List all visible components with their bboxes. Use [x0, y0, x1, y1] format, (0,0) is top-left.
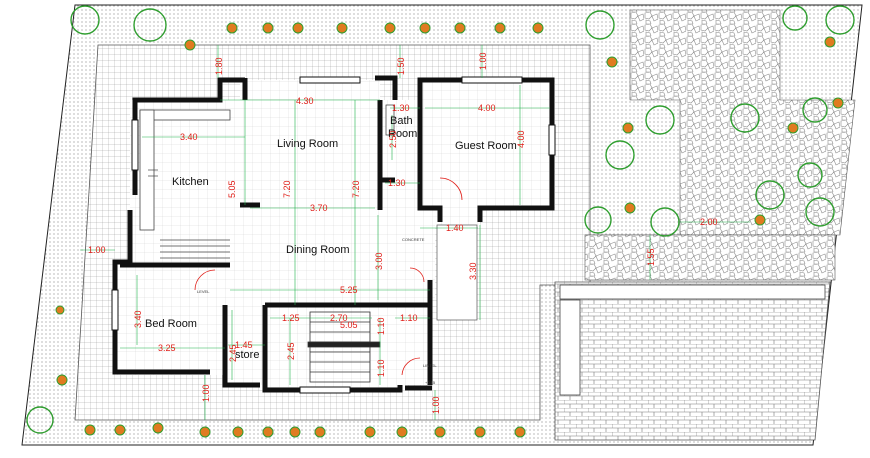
dim-125: 1.25	[282, 313, 300, 323]
store-label: store	[235, 349, 259, 361]
dim-100-bottom-right: 1.00	[431, 396, 441, 414]
kitchen-label: Kitchen	[172, 176, 209, 188]
dim-150-top: 1.50	[396, 57, 406, 75]
note-concrete: CONCRETE	[402, 237, 425, 242]
flowers	[55, 22, 844, 438]
dim-430: 4.30	[296, 96, 314, 106]
note-mark: +0.15	[425, 380, 436, 385]
dim-370: 3.70	[310, 203, 328, 213]
note-lintel: LINTEL	[423, 363, 437, 368]
dim-525: 5.25	[340, 285, 358, 295]
note-level: LEVEL	[197, 289, 210, 294]
dim-110-stair: 1.10	[376, 317, 386, 335]
dim-100-top: 1.00	[478, 52, 488, 70]
dim-340-kitchen: 3.40	[180, 132, 198, 142]
dim-720-right: 7.20	[351, 180, 361, 198]
yard-wall	[559, 284, 826, 300]
living-room-label: Living Room	[277, 138, 338, 150]
dim-245-stair: 2.45	[286, 342, 296, 360]
dim-720-left: 7.20	[282, 180, 292, 198]
dim-180-top: 1.80	[214, 57, 224, 75]
entry-landing	[436, 224, 478, 321]
door-swings	[194, 177, 463, 376]
bath-fixture	[385, 104, 395, 136]
bed-room-label: Bed Room	[145, 318, 197, 330]
dim-325: 3.25	[158, 343, 176, 353]
brick-yard	[554, 281, 831, 441]
main-staircase	[307, 311, 381, 383]
dim-400-guest: 4.00	[478, 103, 496, 113]
dim-140: 1.40	[446, 223, 464, 233]
dim-505-stair: 5.05	[340, 320, 358, 330]
cobble-strip	[584, 234, 836, 281]
dim-505-kitchen: 5.05	[227, 180, 237, 198]
dim-270: 2.70	[330, 313, 348, 323]
dim-400-guest-height: 4.00	[516, 130, 526, 148]
dim-155-garden: 1.55	[646, 248, 656, 266]
yard-step	[559, 299, 581, 396]
dim-340-bed: 3.40	[133, 310, 143, 328]
trees	[26, 5, 855, 434]
dim-300: 3.00	[374, 252, 384, 270]
guest-room-label: Guest Room	[455, 140, 517, 152]
kitchen-stair	[148, 169, 230, 259]
dim-100-left: 1.00	[88, 245, 106, 255]
dim-145: 1.45	[235, 340, 253, 350]
dim-200-garden: 2.00	[700, 217, 718, 227]
dim-100-bottom-left: 1.00	[201, 384, 211, 402]
dim-250-bath: 2.50	[388, 130, 398, 148]
windows	[111, 76, 556, 394]
dim-130-bath: 1.30	[392, 103, 410, 113]
dim-110-lower: 1.10	[376, 359, 386, 377]
bath-room-label-line1: Bath	[390, 115, 413, 127]
dim-110-right: 1.10	[400, 313, 418, 323]
dim-330: 3.30	[468, 262, 478, 280]
dining-room-label: Dining Room	[286, 244, 350, 256]
dimension-lines	[80, 45, 750, 420]
bath-room-label-line2: Room	[388, 128, 417, 140]
dim-245-store: 2.45	[228, 344, 238, 362]
dim-130-hall: 1.30	[388, 178, 406, 188]
